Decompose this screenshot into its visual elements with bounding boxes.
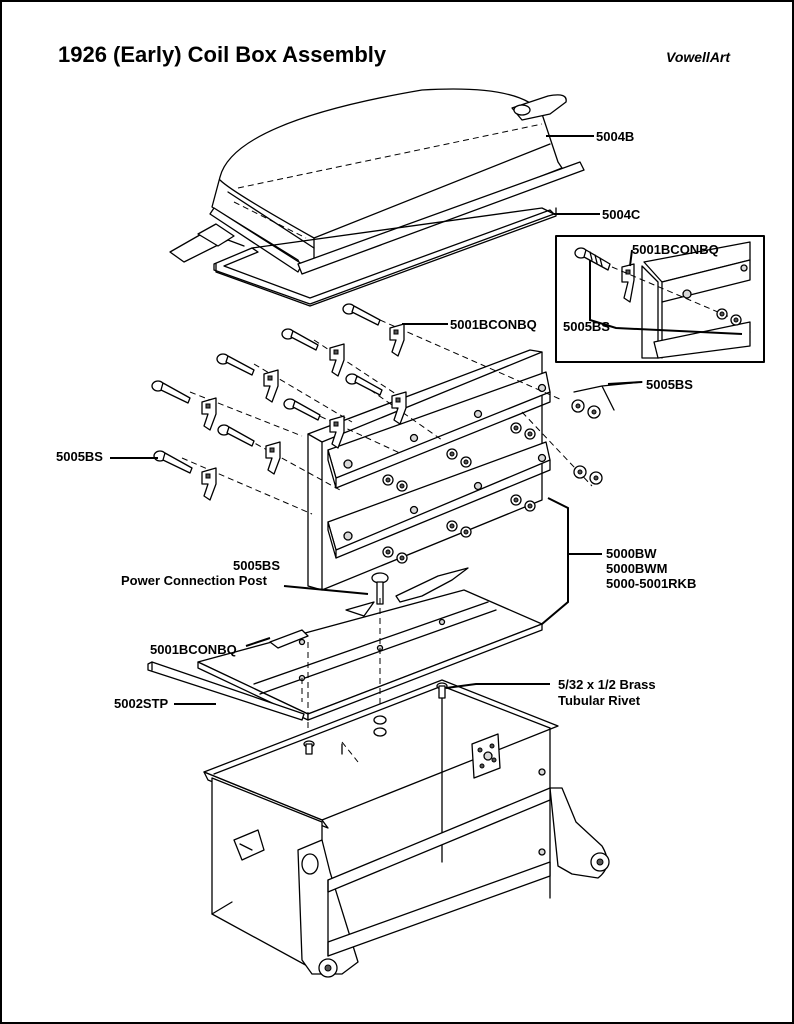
callout-rivet-2: Tubular Rivet [558, 693, 641, 708]
callout-strip: 5002STP [114, 696, 169, 711]
callout-board-2: 5000BWM [606, 561, 668, 576]
power-connection-post [345, 567, 469, 617]
strip [147, 661, 305, 721]
coil-box-lid [169, 88, 585, 275]
coil-box-body [203, 679, 610, 978]
brand-credit: VowellArt [666, 49, 731, 65]
callout-board-3: 5000-5001RKB [606, 576, 697, 591]
screws-and-clips [151, 303, 643, 515]
callout-post-part: 5005BS [233, 558, 280, 573]
leader-lines [110, 135, 743, 705]
callout-inset-clip: 5001BCONBQ [632, 242, 719, 257]
callout-post-name: Power Connection Post [121, 573, 267, 588]
callout-lid: 5004B [596, 129, 635, 144]
coil-board [307, 349, 602, 625]
callout-nuts-right: 5005BS [646, 377, 693, 392]
callout-clip-bottom: 5001BCONBQ [150, 642, 237, 657]
callout-inset-screw: 5005BS [563, 319, 610, 334]
diagram-title: 1926 (Early) Coil Box Assembly [58, 42, 387, 67]
callout-gasket: 5004C [602, 207, 641, 222]
callout-screw-left: 5005BS [56, 449, 103, 464]
callout-rivet-1: 5/32 x 1/2 Brass [558, 677, 656, 692]
callout-board-1: 5000BW [606, 546, 657, 561]
callout-clip-top: 5001BCONBQ [450, 317, 537, 332]
